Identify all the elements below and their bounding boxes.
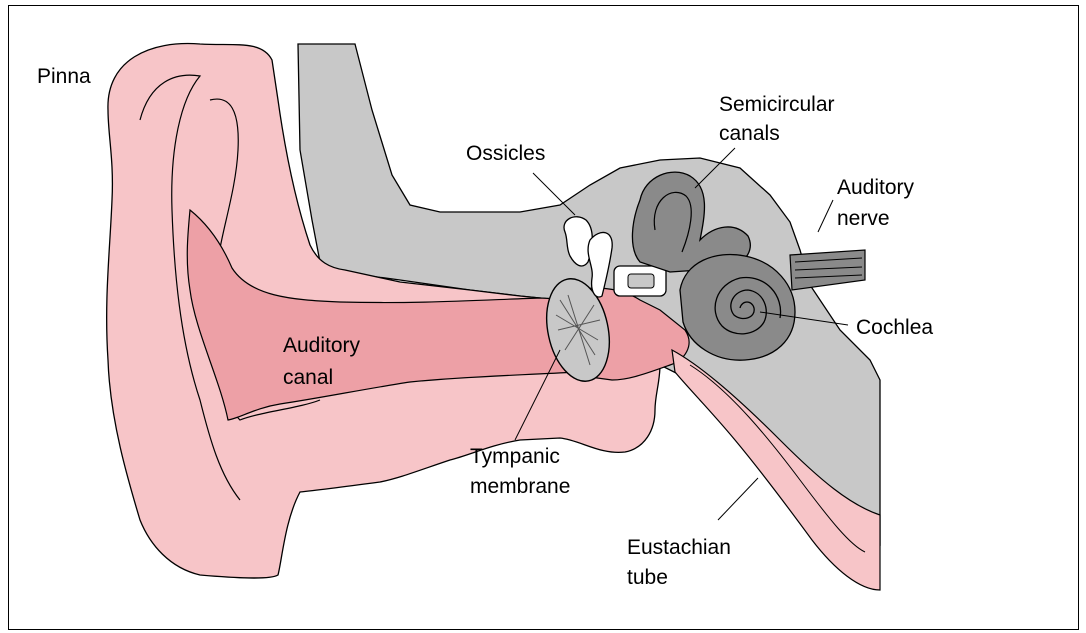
label-tympanic-line1: Tympanic bbox=[470, 442, 570, 472]
leader-auditory-nerve bbox=[818, 200, 833, 232]
label-auditory-canal: Auditory canal bbox=[283, 330, 360, 394]
label-semicircular-canals: Semicircular canals bbox=[719, 90, 835, 148]
label-eustachian-line1: Eustachian bbox=[627, 533, 731, 563]
label-semicircular-line1: Semicircular bbox=[719, 90, 835, 119]
label-ossicles: Ossicles bbox=[466, 141, 545, 166]
label-auditory-canal-line1: Auditory bbox=[283, 330, 360, 362]
label-tympanic-line2: membrane bbox=[470, 472, 570, 502]
label-eustachian-tube: Eustachian tube bbox=[627, 533, 731, 593]
stapes-footplate bbox=[628, 274, 654, 288]
label-auditory-canal-line2: canal bbox=[283, 362, 360, 394]
label-auditory-nerve-line1: Auditory bbox=[837, 172, 914, 203]
label-cochlea: Cochlea bbox=[856, 315, 933, 340]
label-pinna: Pinna bbox=[37, 64, 91, 89]
label-tympanic-membrane: Tympanic membrane bbox=[470, 442, 570, 502]
label-eustachian-line2: tube bbox=[627, 563, 731, 593]
leader-eustachian bbox=[718, 478, 758, 520]
label-auditory-nerve-line2: nerve bbox=[837, 203, 914, 234]
label-auditory-nerve: Auditory nerve bbox=[837, 172, 914, 234]
label-semicircular-line2: canals bbox=[719, 119, 835, 148]
